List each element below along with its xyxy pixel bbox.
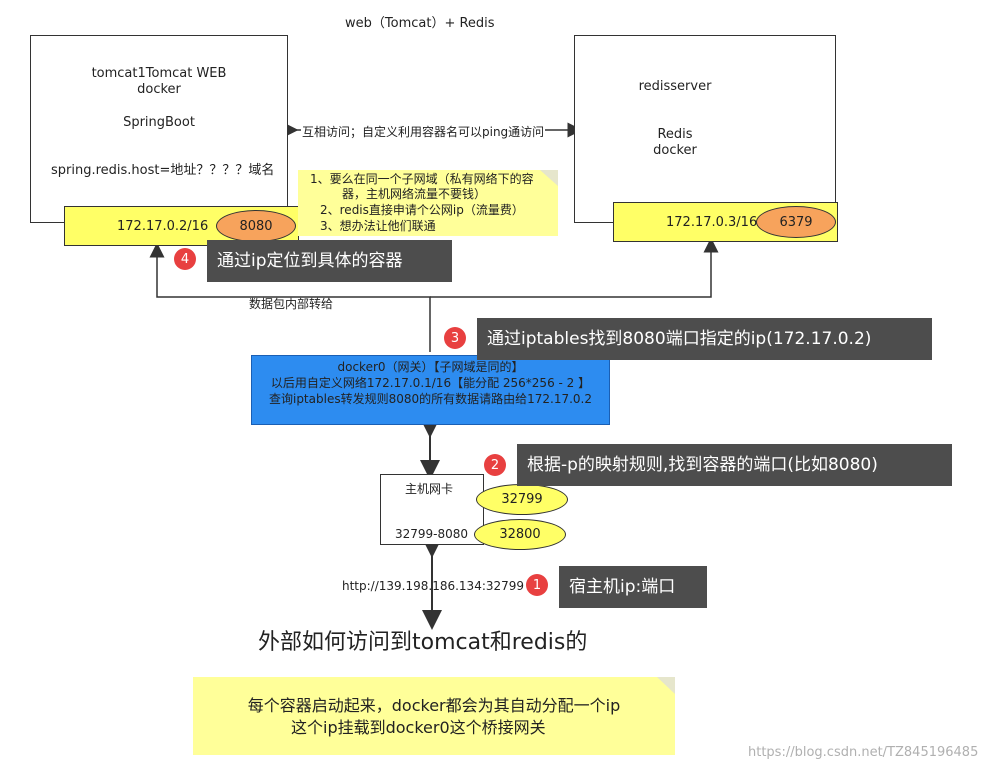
route-to-tomcat-arrow: [149, 242, 431, 352]
host-url-label: http://139.198.186.134:32799: [342, 579, 525, 593]
step-1-num: 1: [532, 577, 542, 593]
step-1-text: 宿主机ip:端口: [569, 577, 676, 597]
step-4-num: 4: [180, 251, 190, 267]
redis-label: Redis: [657, 127, 693, 142]
step-2-num: 2: [490, 457, 500, 473]
step-4-callout: 通过ip定位到具体的容器: [207, 240, 452, 282]
nic-title: 主机网卡: [405, 482, 454, 496]
diagram-title: web（Tomcat）+ Redis: [345, 16, 495, 31]
step-4-text: 通过ip定位到具体的容器: [217, 251, 403, 271]
bottom-note-line-2: 这个ip挂载到docker0这个桥接网关: [291, 718, 546, 737]
step-2-callout: 根据-p的映射规则,找到容器的端口(比如8080): [517, 444, 952, 486]
tomcat-name: tomcat1Tomcat WEB: [91, 66, 227, 81]
bottom-note: 每个容器启动起来，docker都会为其自动分配一个ip 这个ip挂载到docke…: [193, 677, 675, 755]
redis-container-box: redisserver Redis docker: [574, 35, 836, 223]
note-line-3: 2、redis直接申请个公网ip（流量费）: [320, 203, 524, 217]
diagram-heading: 外部如何访问到tomcat和redis的: [258, 630, 588, 655]
tomcat-container-box: tomcat1Tomcat WEB docker SpringBoot spri…: [30, 35, 288, 223]
tomcat-port: 8080: [239, 218, 273, 234]
nic-port-b: 32800: [499, 527, 541, 542]
tomcat-springboot-label: SpringBoot: [123, 115, 195, 130]
docker0-gateway-box: docker0（网关）【子网域是同的】 以后用自定义网络172.17.0.1/1…: [251, 355, 610, 425]
step-2-badge: 2: [484, 454, 506, 476]
mutual-access-label: 互相访问；自定义利用容器名可以ping通访问: [301, 124, 546, 140]
docker0-line-3: 查询iptables转发规则8080的所有数据请路由给172.17.0.2: [268, 392, 593, 406]
step-2-text: 根据-p的映射规则,找到容器的端口(比如8080): [527, 455, 878, 475]
tomcat-redis-host-config: spring.redis.host=地址？？？？域名: [51, 163, 275, 178]
tomcat-docker-label: docker: [137, 82, 181, 97]
step-3-text: 通过iptables找到8080端口指定的ip(172.17.0.2): [487, 329, 872, 349]
tomcat-ip: 172.17.0.2/16: [117, 219, 209, 234]
redis-port-oval: 6379: [756, 206, 836, 238]
redis-server-name: redisserver: [638, 79, 712, 94]
note-line-4: 3、想办法让他们联通: [320, 219, 436, 233]
tomcat-port-oval: 8080: [216, 210, 296, 242]
nic-port-32800-oval: 32800: [474, 519, 566, 550]
redis-ip: 172.17.0.3/16: [666, 215, 758, 230]
docker0-line-1: docker0（网关）【子网域是同的】: [337, 360, 524, 374]
nic-port-mapping: 32799-8080: [395, 527, 469, 541]
note-line-1: 1、要么在同一个子网域（私有网络下的容: [310, 172, 534, 186]
redis-port: 6379: [779, 214, 813, 230]
step-3-callout: 通过iptables找到8080端口指定的ip(172.17.0.2): [477, 318, 932, 360]
host-nic-box: 主机网卡 32799-8080: [380, 474, 484, 545]
redis-docker-label: docker: [653, 143, 697, 158]
nic-port-32799-oval: 32799: [476, 484, 568, 515]
route-to-redis-arrow: [430, 237, 719, 298]
note-line-2: 器，主机网络流量不要钱）: [342, 187, 487, 201]
step-1-callout: 宿主机ip:端口: [559, 566, 707, 608]
docker0-line-2: 以后用自定义网络172.17.0.1/16【能分配 256*256 - 2 】: [270, 376, 591, 390]
internal-forward-label: 数据包内部转给: [249, 297, 334, 311]
watermark: https://blog.csdn.net/TZ845196485: [748, 745, 979, 760]
bottom-note-line-1: 每个容器启动起来，docker都会为其自动分配一个ip: [247, 696, 621, 715]
nic-port-a: 32799: [501, 492, 543, 507]
subnet-options-note: 1、要么在同一个子网域（私有网络下的容 器，主机网络流量不要钱） 2、redis…: [298, 170, 558, 236]
step-3-badge: 3: [444, 327, 466, 349]
step-3-num: 3: [450, 330, 460, 346]
step-1-badge: 1: [526, 574, 548, 596]
step-4-badge: 4: [174, 248, 196, 270]
